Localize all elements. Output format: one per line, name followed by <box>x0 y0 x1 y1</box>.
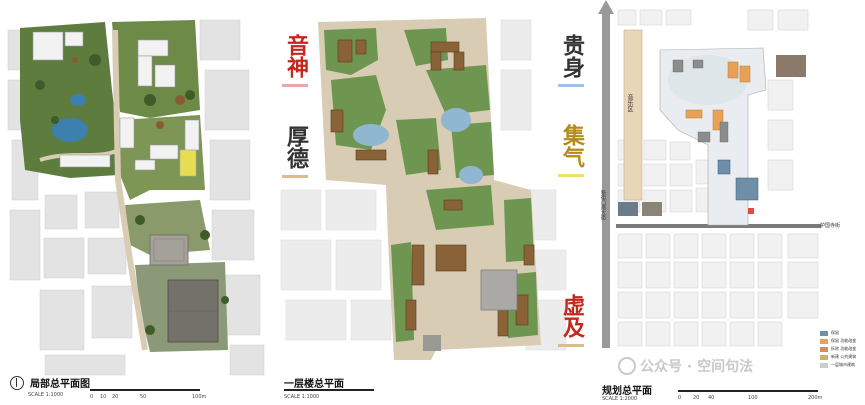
scale-tick: 20 <box>693 395 700 401</box>
wechat-icon <box>618 357 636 375</box>
scale-tick: 100m <box>192 394 207 400</box>
north-arrow-icon <box>10 375 24 390</box>
legend-swatch <box>820 346 828 352</box>
legend-label: 保留 <box>831 330 839 335</box>
local-plan-title: 局部总平面图 <box>30 379 90 390</box>
legend-item: 拆除 功能改变 <box>820 346 856 352</box>
vertical-label-xuji-bar <box>558 344 584 347</box>
watermark: 公众号 · 空间句法 <box>618 356 753 376</box>
scale-tick: 0 <box>90 394 94 400</box>
road-label-xinjiekou: 新街口南大街 <box>600 190 606 220</box>
scale-tick: 40 <box>708 395 715 401</box>
first-floor-title: 一层楼总平面 <box>284 379 344 390</box>
master-plan-caption: 规划总平面 <box>602 382 652 397</box>
scale-tick: 0 <box>678 395 682 401</box>
scale-tick: 20 <box>112 394 119 400</box>
vertical-label-guishen-bar <box>558 84 584 87</box>
watermark-text: 公众号 · 空间句法 <box>640 359 754 375</box>
master-plan-scale-bar <box>678 390 818 392</box>
legend-swatch <box>820 330 828 336</box>
legend-label: 新建 公共建筑 <box>831 354 857 359</box>
legend-label: 一层城市建筑 <box>831 362 855 367</box>
master-plan-panel: 新街口南大街 护国寺街 音乐区 保留 保留 功能改变 拆除 功能改变 新建 公共… <box>598 0 865 405</box>
first-floor-plan-drawing <box>276 0 594 405</box>
local-plan-caption: 局部总平面图 <box>10 375 90 390</box>
legend-swatch <box>820 354 828 360</box>
vertical-label-jiqi-bar <box>558 174 584 177</box>
district-label-music: 音乐区 <box>626 94 633 112</box>
local-site-plan-drawing <box>0 0 272 405</box>
scale-tick: 100 <box>748 395 758 401</box>
master-plan-drawing <box>598 0 865 405</box>
vertical-label-yinshen-bar <box>282 84 308 87</box>
vertical-label-houde: 厚德 <box>283 125 309 169</box>
local-site-plan-panel: 局部总平面图 SCALE 1:1000 0 10 20 50 100m <box>0 0 272 405</box>
vertical-label-yinshen: 音神 <box>283 34 309 78</box>
legend-label: 保留 功能改变 <box>831 338 857 343</box>
vertical-label-guishen: 贵身 <box>559 34 585 78</box>
legend-item: 保留 功能改变 <box>820 338 856 344</box>
scale-tick: 200m <box>808 395 823 401</box>
scale-tick: 10 <box>100 394 107 400</box>
first-floor-scale-label: SCALE 1:1000 <box>284 394 320 400</box>
first-floor-plan-panel: 音神 厚德 贵身 集气 虚及 一层楼总平面 SCALE 1:1000 <box>276 0 594 405</box>
legend-item: 一层城市建筑 <box>820 362 855 368</box>
vertical-label-xuji: 虚及 <box>559 294 585 338</box>
legend-swatch <box>820 362 828 368</box>
local-plan-scale-bar <box>90 389 200 391</box>
master-plan-scale-label: SCALE 1:2000 <box>602 396 638 402</box>
road-label-huguosi: 护国寺街 <box>820 223 841 229</box>
first-floor-scale-bar <box>284 389 374 391</box>
legend-swatch <box>820 338 828 344</box>
legend-label: 拆除 功能改变 <box>831 346 857 351</box>
vertical-label-jiqi: 集气 <box>559 124 585 168</box>
first-floor-caption: 一层楼总平面 <box>284 375 344 390</box>
legend-item: 保留 <box>820 330 839 336</box>
master-plan-title: 规划总平面 <box>602 386 652 397</box>
local-plan-scale-label: SCALE 1:1000 <box>28 392 64 398</box>
scale-tick: 50 <box>140 394 147 400</box>
legend-item: 新建 公共建筑 <box>820 354 856 360</box>
vertical-label-houde-bar <box>282 175 308 178</box>
